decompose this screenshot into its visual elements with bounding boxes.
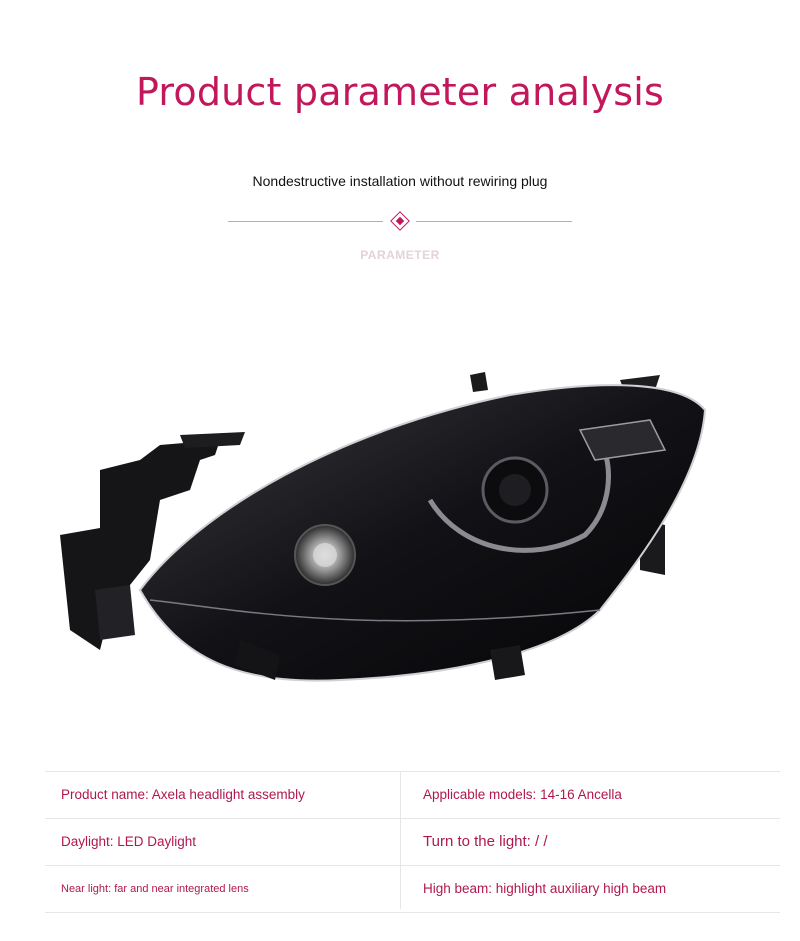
spec-table: Product name: Axela headlight assembly A…: [45, 771, 780, 913]
spec-turn-light: Turn to the light: / /: [423, 833, 548, 850]
spec-high-beam: High beam: highlight auxiliary high beam: [423, 881, 667, 896]
diamond-icon: [390, 211, 410, 231]
page-title: Product parameter analysis: [135, 70, 665, 114]
spec-row: Near light: far and near integrated lens…: [45, 865, 780, 913]
subtitle: Nondestructive installation without rewi…: [252, 173, 548, 189]
spec-product-name: Product name: Axela headlight assembly: [61, 787, 305, 802]
spec-row: Product name: Axela headlight assembly A…: [45, 771, 780, 818]
drl-strip: [427, 438, 611, 553]
spec-near-light: Near light: far and near integrated lens: [61, 883, 249, 895]
spec-daylight: Daylight: LED Daylight: [61, 834, 197, 849]
parameter-label: PARAMETER: [360, 248, 440, 262]
headlight-body: [138, 384, 707, 682]
divider-right: [416, 221, 572, 222]
divider-left: [228, 221, 383, 222]
headlight-image: [60, 372, 707, 682]
spec-row: Daylight: LED Daylight Turn to the light…: [45, 818, 780, 865]
spec-divider: [400, 771, 401, 909]
spec-applicable-models: Applicable models: 14-16 Ancella: [423, 787, 622, 802]
